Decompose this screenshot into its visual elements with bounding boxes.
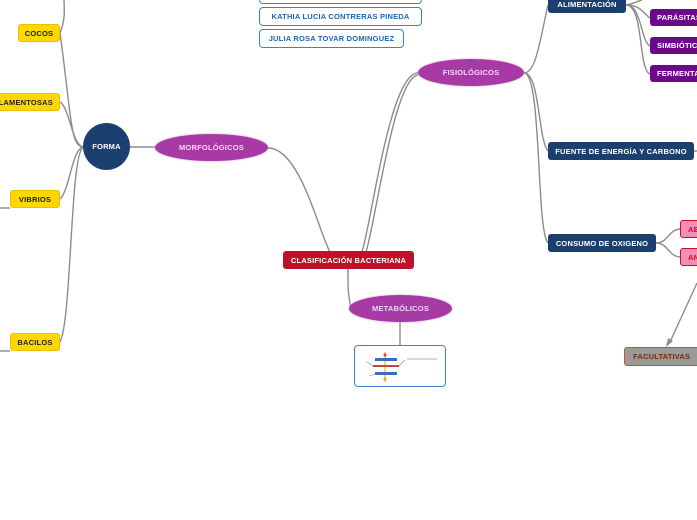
cocos-node[interactable]: COCOS xyxy=(18,24,60,42)
morfologicos-node[interactable]: MORFOLÓGICOS xyxy=(155,134,268,161)
cocos-label: COCOS xyxy=(24,28,54,38)
morfologicos-label: MORFOLÓGICOS xyxy=(179,143,244,152)
author-box-2[interactable]: KATHIA LUCIA CONTRERAS PINEDA xyxy=(259,7,422,26)
filamentosas-node[interactable]: FILAMENTOSAS xyxy=(0,93,60,111)
metabolicos-node[interactable]: METABÓLICOS xyxy=(349,295,452,322)
central-topic-label: CLASIFICACIÓN BACTERIANA xyxy=(290,255,407,265)
central-topic-node[interactable]: CLASIFICACIÓN BACTERIANA xyxy=(283,251,414,269)
simbioticas-node[interactable]: SIMBIÓTICAS xyxy=(650,37,697,54)
fisiologicos-label: FISIOLÓGICOS xyxy=(442,68,500,77)
aerobias-label: AEROBIAS xyxy=(688,224,697,234)
author-2-label: KATHIA LUCIA CONTRERAS PINEDA xyxy=(271,12,410,21)
fermentadoras-label: FERMENTADORAS xyxy=(657,69,697,78)
forma-node[interactable]: FORMA xyxy=(83,123,130,170)
facultativas-node[interactable]: FACULTATIVAS xyxy=(624,347,697,366)
alimentacion-node[interactable]: ALIMENTACIÓN xyxy=(548,0,626,13)
bacilos-node[interactable]: BACILOS xyxy=(10,333,60,351)
consumo-oxigeno-label: CONSUMO DE OXIGENO xyxy=(555,238,649,248)
consumo-oxigeno-node[interactable]: CONSUMO DE OXIGENO xyxy=(548,234,656,252)
parasitas-node[interactable]: PARÁSITAS xyxy=(650,9,697,26)
metabolic-diagram-thumbnail[interactable] xyxy=(354,345,446,387)
anaerobias-node[interactable]: ANAEROBIAS xyxy=(680,248,697,266)
simbioticas-label: SIMBIÓTICAS xyxy=(657,41,697,50)
author-box-1[interactable] xyxy=(259,0,422,4)
fuente-energia-label: FUENTE DE ENERGÍA Y CARBONO xyxy=(555,146,687,156)
bacilos-label: BACILOS xyxy=(17,337,53,347)
vibrios-label: VIBRIOS xyxy=(18,194,52,204)
facultativas-label: FACULTATIVAS xyxy=(633,352,691,361)
fermentadoras-node[interactable]: FERMENTADORAS xyxy=(650,65,697,82)
filamentosas-label: FILAMENTOSAS xyxy=(0,97,53,107)
author-3-label: JULIA ROSA TOVAR DOMINGUEZ xyxy=(268,34,395,43)
forma-label: FORMA xyxy=(92,142,121,151)
author-box-3[interactable]: JULIA ROSA TOVAR DOMINGUEZ xyxy=(259,29,404,48)
alimentacion-label: ALIMENTACIÓN xyxy=(557,0,617,9)
metabolic-diagram-image xyxy=(366,352,437,382)
fuente-energia-node[interactable]: FUENTE DE ENERGÍA Y CARBONO xyxy=(548,142,694,160)
metabolicos-label: METABÓLICOS xyxy=(371,304,430,313)
vibrios-node[interactable]: VIBRIOS xyxy=(10,190,60,208)
aerobias-node[interactable]: AEROBIAS xyxy=(680,220,697,238)
anaerobias-label: ANAEROBIAS xyxy=(688,252,697,262)
parasitas-label: PARÁSITAS xyxy=(657,13,697,22)
fisiologicos-node[interactable]: FISIOLÓGICOS xyxy=(418,59,524,86)
